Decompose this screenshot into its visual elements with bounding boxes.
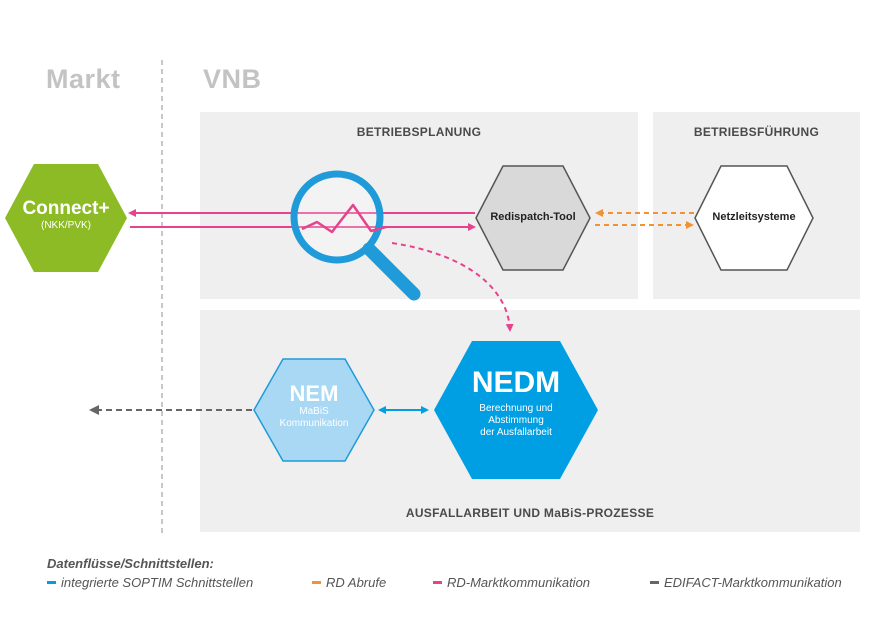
legend-swatch-blue	[47, 581, 56, 585]
connect-subtitle: (NKK/PVK)	[40, 220, 91, 231]
rd-market-dashed-to-nedm	[391, 242, 514, 332]
nem-title: NEM	[289, 381, 339, 406]
legend-item-rd-abrufe: RD Abrufe	[312, 575, 386, 590]
redispatch-title: Redispatch-Tool	[490, 211, 576, 223]
legend-label-edifact: EDIFACT-Marktkommunikation	[664, 575, 842, 590]
legend-label-soptim: integrierte SOPTIM Schnittstellen	[61, 575, 254, 590]
legend-item-rd-market: RD-Marktkommunikation	[433, 575, 590, 590]
netzleit-title: Netzleitsysteme	[712, 211, 796, 223]
panel-betriebsplanung-title: BETRIEBSPLANUNG	[356, 125, 482, 139]
nedm-hexagon	[434, 341, 598, 479]
legend-label-rd-abrufe: RD Abrufe	[326, 575, 387, 590]
panel-ausfallarbeit-title: AUSFALLARBEIT UND MaBiS-PROZESSE	[405, 506, 655, 520]
magnifier-chart-icon	[290, 170, 421, 301]
nem-node: NEM MaBiS Kommunikation	[254, 382, 374, 430]
nem-line1: MaBiS	[299, 406, 329, 417]
nedm-node: NEDM Berechnung und Abstimmung der Ausfa…	[434, 366, 598, 439]
zone-vnb-title: VNB	[203, 64, 262, 94]
soptim-interface-arrowhead-left	[378, 406, 386, 414]
legend-item-soptim: integrierte SOPTIM Schnittstellen	[47, 575, 253, 590]
nem-hexagon	[253, 358, 375, 462]
legend-swatch-pink	[433, 581, 442, 585]
zone-market-title: Markt	[46, 64, 121, 94]
legend-label-rd-market: RD-Marktkommunikation	[447, 575, 591, 590]
nedm-title: NEDM	[471, 366, 561, 399]
panel-betriebsfuehrung-title: BETRIEBSFÜHRUNG	[693, 125, 820, 139]
legend-swatch-orange	[312, 581, 321, 585]
connect-title: Connect+	[22, 198, 110, 219]
legend-swatch-grey	[650, 581, 659, 585]
connect-hexagon	[5, 164, 127, 272]
legend-title: Datenflüsse/Schnittstellen:	[47, 556, 214, 571]
nedm-line1: Berechnung und	[479, 403, 553, 414]
nedm-line2: Abstimmung	[488, 415, 544, 426]
legend-item-edifact: EDIFACT-Marktkommunikation	[650, 575, 842, 590]
connect-node: Connect+ (NKK/PVK)	[5, 198, 127, 232]
nedm-line3: der Ausfallarbeit	[480, 427, 552, 438]
nem-line2: Kommunikation	[279, 418, 349, 429]
redispatch-hexagon	[475, 165, 591, 271]
netzleit-hexagon	[694, 165, 814, 271]
